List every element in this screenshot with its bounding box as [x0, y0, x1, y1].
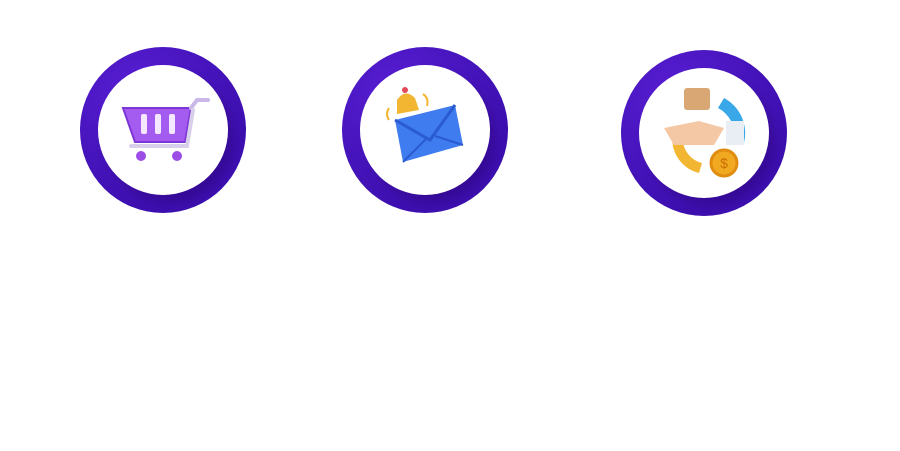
mail-badge-inner: [360, 65, 490, 195]
mail-badge: [342, 47, 508, 213]
exchange-badge: $: [621, 50, 787, 216]
svg-text:$: $: [720, 155, 728, 171]
exchange-badge-inner: $: [639, 68, 769, 198]
handshake-exchange-icon: $: [664, 88, 746, 178]
cart-badge: [80, 47, 246, 213]
email-notification-icon: [386, 87, 464, 163]
cart-badge-inner: [98, 65, 228, 195]
shopping-cart-icon: [121, 98, 210, 161]
